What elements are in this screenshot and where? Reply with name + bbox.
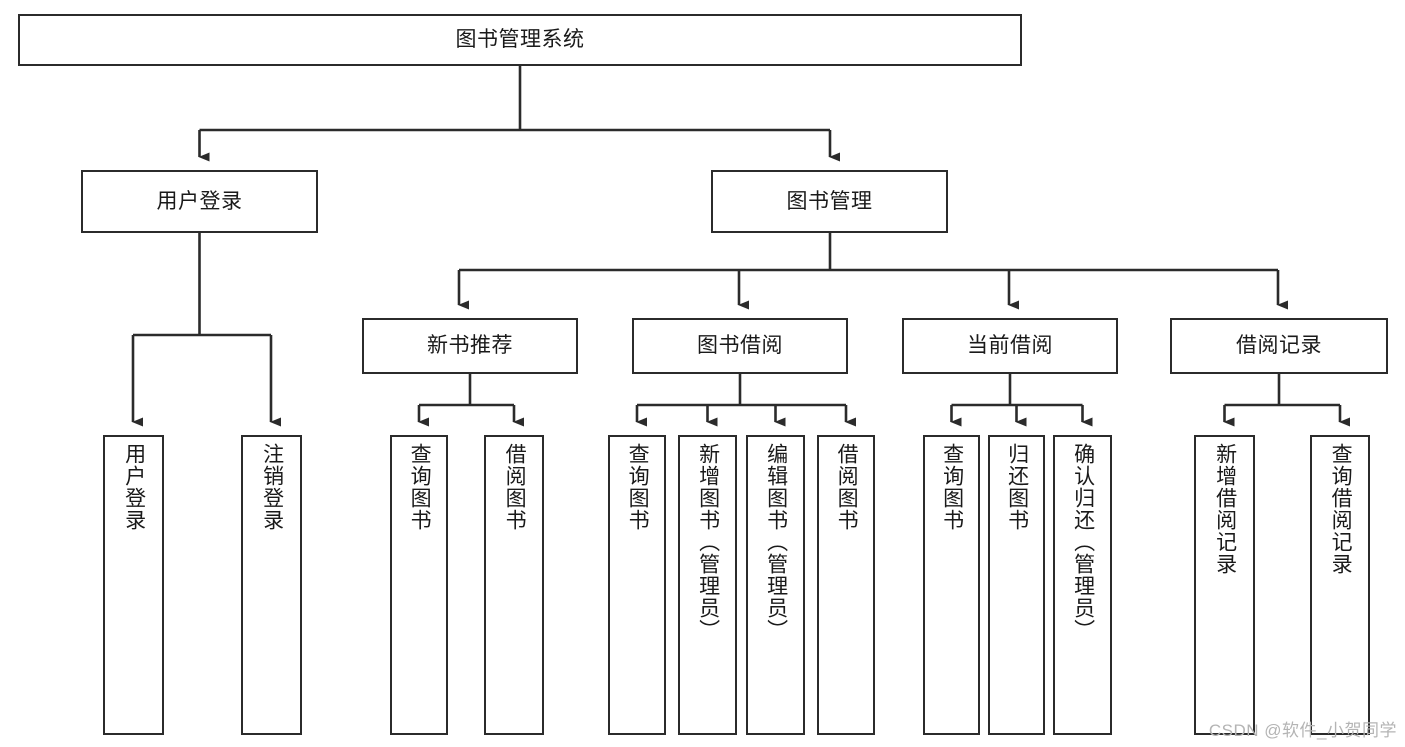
leaf-add-book-admin[interactable]: 新增图书（管理员） [678, 435, 737, 735]
leaf-query-book-newbook[interactable]: 查询图书 [390, 435, 448, 735]
leaf-logout[interactable]: 注销登录 [241, 435, 302, 735]
leaf-confirm-return-admin[interactable]: 确认归还（管理员） [1053, 435, 1112, 735]
node-new-book-recommend[interactable]: 新书推荐 [362, 318, 578, 374]
node-book-borrow[interactable]: 图书借阅 [632, 318, 848, 374]
node-user-login-label: 用户登录 [156, 189, 243, 213]
node-current-borrow[interactable]: 当前借阅 [902, 318, 1118, 374]
leaf-query-book-current-label: 查询图书 [940, 443, 964, 531]
node-book-management[interactable]: 图书管理 [711, 170, 948, 233]
leaf-query-book-current[interactable]: 查询图书 [923, 435, 980, 735]
leaf-query-borrow-record[interactable]: 查询借阅记录 [1310, 435, 1370, 735]
leaf-borrow-book-borrow-label: 借阅图书 [835, 443, 859, 531]
node-book-borrow-label: 图书借阅 [697, 334, 783, 358]
node-borrow-records[interactable]: 借阅记录 [1170, 318, 1388, 374]
leaf-confirm-return-admin-label: 确认归还（管理员） [1071, 443, 1095, 641]
leaf-borrow-book-newbook-label: 借阅图书 [503, 443, 527, 531]
leaf-borrow-book-borrow[interactable]: 借阅图书 [817, 435, 875, 735]
leaf-borrow-book-newbook[interactable]: 借阅图书 [484, 435, 544, 735]
csdn-watermark: CSDN @软件_小贺同学 [1208, 721, 1397, 740]
leaf-query-book-newbook-label: 查询图书 [408, 443, 432, 531]
node-new-book-recommend-label: 新书推荐 [427, 334, 513, 358]
leaf-logout-label: 注销登录 [260, 443, 284, 531]
leaf-query-borrow-record-label: 查询借阅记录 [1329, 443, 1353, 575]
node-root-label: 图书管理系统 [455, 28, 585, 52]
leaf-edit-book-admin[interactable]: 编辑图书（管理员） [746, 435, 805, 735]
leaf-query-book-borrow-label: 查询图书 [626, 443, 650, 531]
node-root[interactable]: 图书管理系统 [18, 14, 1022, 66]
node-current-borrow-label: 当前借阅 [967, 334, 1053, 358]
node-book-management-label: 图书管理 [786, 189, 873, 213]
leaf-query-book-borrow[interactable]: 查询图书 [608, 435, 666, 735]
leaf-return-book[interactable]: 归还图书 [988, 435, 1045, 735]
leaf-edit-book-admin-label: 编辑图书（管理员） [764, 443, 788, 641]
leaf-user-login-label: 用户登录 [122, 443, 146, 531]
leaf-add-book-admin-label: 新增图书（管理员） [696, 443, 720, 641]
leaf-add-borrow-record-label: 新增借阅记录 [1213, 443, 1237, 575]
leaf-user-login[interactable]: 用户登录 [103, 435, 164, 735]
leaf-add-borrow-record[interactable]: 新增借阅记录 [1194, 435, 1255, 735]
node-user-login[interactable]: 用户登录 [81, 170, 318, 233]
node-borrow-records-label: 借阅记录 [1236, 334, 1322, 358]
leaf-return-book-label: 归还图书 [1005, 443, 1029, 531]
